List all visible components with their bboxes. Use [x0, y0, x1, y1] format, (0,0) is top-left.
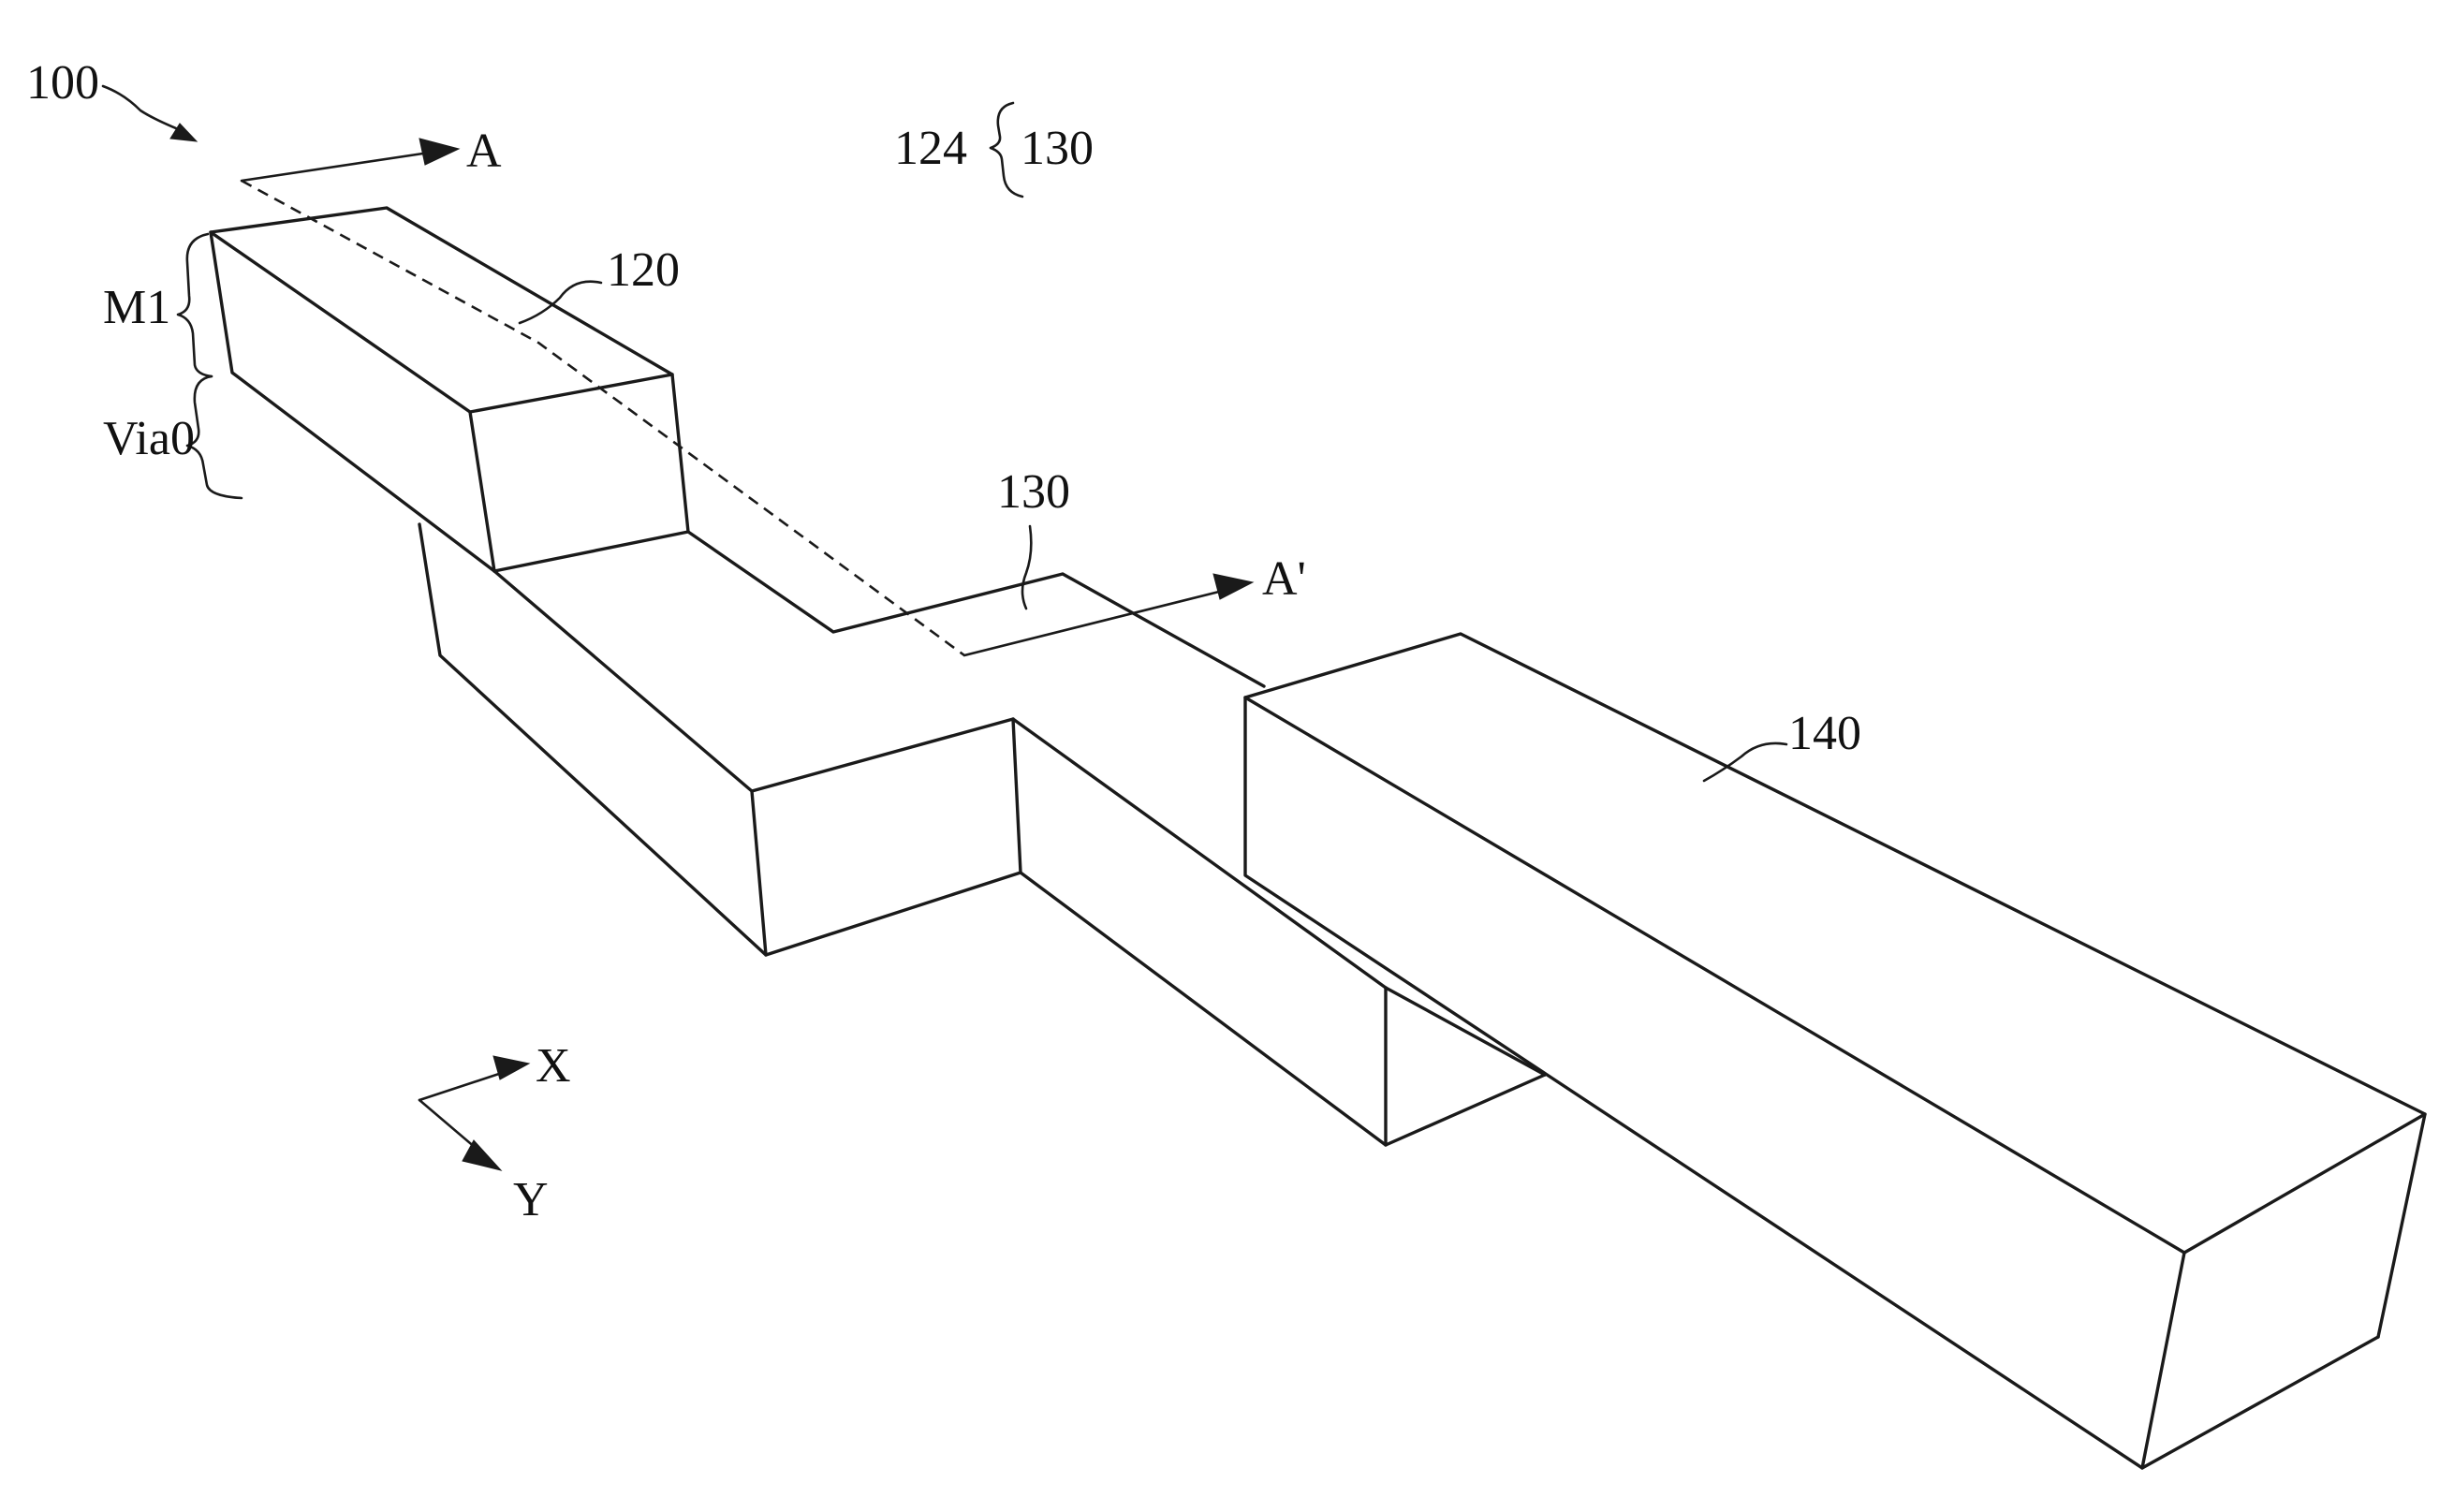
label-140: 140: [1788, 707, 1861, 760]
leader-130: [1022, 526, 1031, 609]
m1-brace: [178, 234, 212, 376]
label-120: 120: [607, 243, 680, 297]
leader-100-arrowhead: [170, 124, 197, 141]
label-axis-y: Y: [513, 1173, 549, 1226]
label-section-a: A: [466, 125, 502, 178]
section-line-a-a-prime: [242, 139, 1253, 655]
x-axis-arrowhead: [493, 1056, 529, 1079]
legend-brace: [991, 103, 1022, 197]
axis-indicator: [419, 1056, 529, 1170]
label-legend-130: 130: [1021, 122, 1094, 175]
y-axis-arrowhead: [463, 1140, 501, 1170]
label-via0: Via0: [103, 412, 195, 465]
label-section-a-prime: A': [1262, 552, 1306, 606]
section-end-arrowhead: [1213, 574, 1253, 599]
label-124: 124: [894, 122, 967, 175]
label-100: 100: [26, 56, 99, 110]
feature-130-connector: [688, 532, 1264, 686]
label-m1: M1: [103, 281, 170, 334]
leader-120: [520, 282, 601, 323]
leader-lines: [103, 86, 1786, 781]
label-130: 130: [997, 465, 1070, 519]
label-axis-x: X: [536, 1039, 571, 1093]
leader-100: [103, 86, 187, 133]
via0-brace: [187, 376, 242, 498]
via0-stepped-body: [419, 524, 1545, 1145]
section-start-arrowhead: [419, 139, 459, 165]
